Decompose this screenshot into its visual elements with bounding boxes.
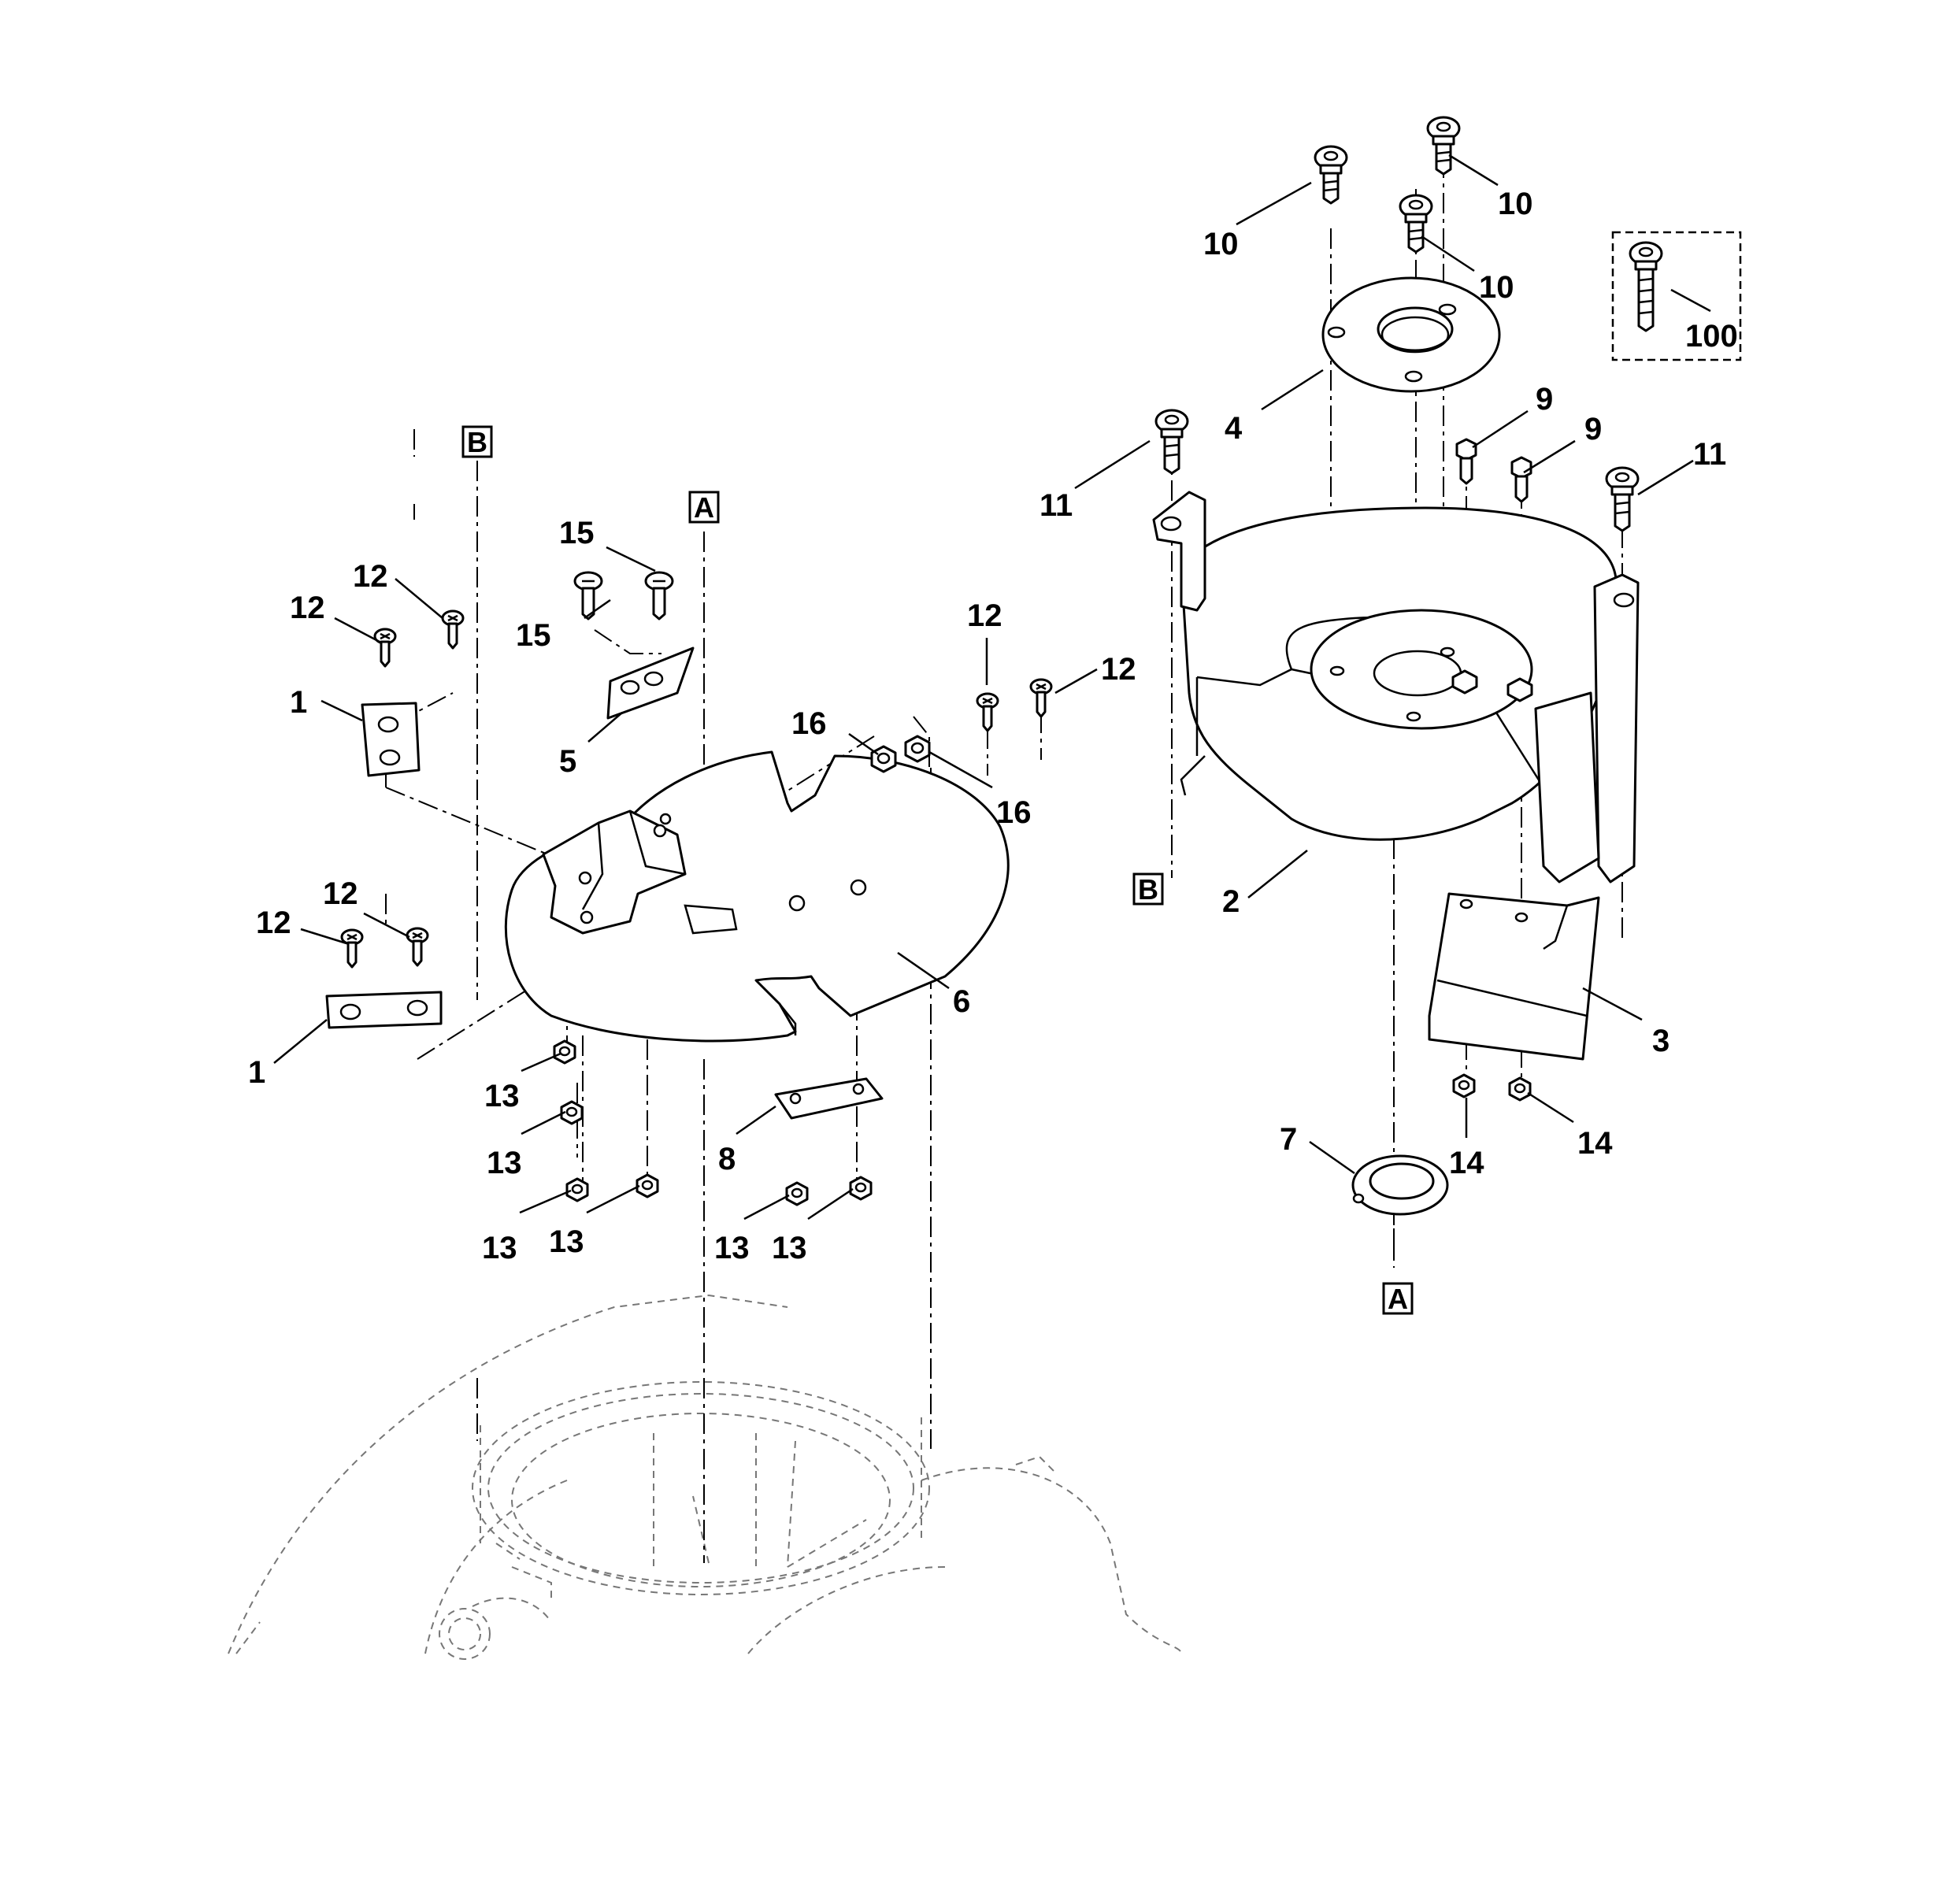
callout-16-left: 16 xyxy=(791,706,827,741)
callouts: 1 1 2 3 4 5 6 7 8 9 9 10 10 10 11 11 12 … xyxy=(248,187,1738,1265)
part-8-plate xyxy=(774,1077,884,1120)
screws-12-15 xyxy=(340,571,1053,969)
svg-text:B: B xyxy=(467,426,487,458)
callout-15-upper: 15 xyxy=(559,516,595,550)
callout-1-lower: 1 xyxy=(248,1055,265,1090)
part-7-ring xyxy=(1351,1154,1449,1216)
callout-13-a: 13 xyxy=(484,1079,520,1113)
callout-12-f: 12 xyxy=(1101,652,1136,687)
callout-13-b: 13 xyxy=(487,1146,522,1180)
reference-b-left: B xyxy=(461,425,493,458)
part-4-flange xyxy=(1321,276,1501,393)
part-3-chute-shield xyxy=(1428,892,1600,1061)
part-1-upper-plate xyxy=(361,702,421,777)
svg-text:B: B xyxy=(1138,873,1158,906)
nuts-13-14-16 xyxy=(553,735,1532,1206)
callout-6: 6 xyxy=(953,984,970,1019)
callout-16-right: 16 xyxy=(996,795,1032,830)
callout-8: 8 xyxy=(718,1142,736,1176)
callout-11-right: 11 xyxy=(1693,437,1726,472)
callout-1-upper: 1 xyxy=(290,685,307,720)
engine-housing-outline xyxy=(228,1294,1182,1660)
part-1-lower-plate xyxy=(325,991,443,1029)
callout-7: 7 xyxy=(1280,1122,1297,1157)
leader-lines xyxy=(273,154,1711,1221)
callout-10-mid: 10 xyxy=(1479,270,1514,305)
callout-3: 3 xyxy=(1652,1024,1670,1058)
reference-a-right: A xyxy=(1382,1282,1414,1315)
optional-part-box xyxy=(1611,231,1742,361)
callout-13-c: 13 xyxy=(482,1231,517,1265)
part-6-base-plate xyxy=(504,750,1010,1043)
bolts-9-10-11-100 xyxy=(1154,116,1742,532)
callout-4: 4 xyxy=(1225,411,1243,446)
callout-13-f: 13 xyxy=(772,1231,807,1265)
callout-10-top: 10 xyxy=(1498,187,1533,221)
callout-15-lower: 15 xyxy=(516,618,551,653)
callout-12-b: 12 xyxy=(353,559,388,594)
callout-12-e: 12 xyxy=(967,598,1002,633)
callout-14-right: 14 xyxy=(1577,1126,1613,1161)
svg-text:A: A xyxy=(694,491,714,524)
part-5-blade-plate xyxy=(606,646,695,720)
callout-10-left: 10 xyxy=(1203,227,1239,261)
callout-12-c: 12 xyxy=(256,906,291,940)
part-2-blower-housing xyxy=(1152,491,1640,883)
callout-14-left: 14 xyxy=(1449,1146,1484,1180)
callout-12-a: 12 xyxy=(290,591,325,625)
reference-a-left: A xyxy=(688,491,720,524)
svg-text:A: A xyxy=(1388,1283,1408,1315)
callout-12-d: 12 xyxy=(323,876,358,911)
callout-9-right: 9 xyxy=(1584,412,1602,446)
callout-11-left: 11 xyxy=(1040,488,1073,523)
callout-9-left: 9 xyxy=(1536,382,1553,417)
callout-100: 100 xyxy=(1685,319,1738,354)
callout-13-d: 13 xyxy=(549,1224,584,1259)
reference-b-right: B xyxy=(1132,872,1164,906)
callout-2: 2 xyxy=(1222,884,1240,919)
callout-13-e: 13 xyxy=(714,1231,750,1265)
callout-5: 5 xyxy=(559,744,576,779)
reference-markers: B A B A xyxy=(461,425,1414,1315)
